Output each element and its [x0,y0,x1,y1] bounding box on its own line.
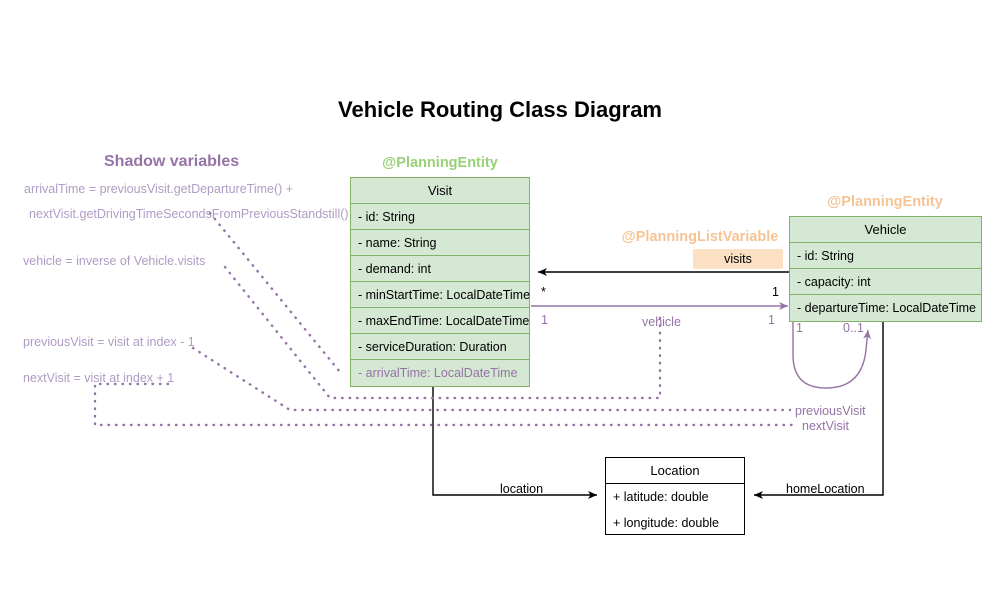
class-attribute: - departureTime: LocalDateTime [797,301,977,315]
class-box-visit[interactable]: Visit - id: String - name: String - dema… [350,177,530,387]
stereotype-planning-list-variable: @PlanningListVariable [621,229,779,245]
association-label-home-location: homeLocation [786,482,865,496]
shadow-note-previous-visit: previousVisit = visit at index - 1 [23,335,195,349]
shadow-note-vehicle: vehicle = inverse of Vehicle.visits [23,254,206,268]
class-attribute: - demand: int [351,256,529,282]
class-attribute: - serviceDuration: Duration [351,334,529,360]
edge-location [432,385,597,499]
dotted-arrivaltime [208,211,342,374]
class-attribute: - id: String [790,243,981,269]
page-title: Vehicle Routing Class Diagram [338,97,662,122]
class-box-location[interactable]: Location + latitude: double + longitude:… [605,457,745,535]
association-label-location: location [500,482,544,496]
association-label-previous-visit: previousVisit [795,404,866,418]
class-title-visit: Visit [351,178,529,204]
class-attribute: - capacity: int [790,269,981,295]
shadow-variables-heading: Shadow variables [104,153,240,170]
class-attribute: - maxEndTime: LocalDateTime [351,308,529,334]
shadow-note-next-visit: nextVisit = visit at index + 1 [23,371,175,385]
class-title-vehicle: Vehicle [790,217,981,243]
stereotype-visit: @PlanningEntity [382,155,498,171]
class-attribute: - id: String [351,204,529,230]
class-attribute-shadow: - arrivalTime: LocalDateTime [358,366,518,380]
shadow-note-arrivaltime-line2: nextVisit.getDrivingTimeSecondsFromPrevi… [29,207,349,221]
association-label-vehicle: vehicle [642,315,681,329]
visits-badge: visits [693,249,783,269]
class-title-location: Location [606,458,744,484]
class-attribute: + latitude: double [613,490,709,504]
multiplicity-self-loop-left: 1 [796,321,803,335]
class-attribute: - name: String [351,230,529,256]
dotted-next-visit [93,382,800,427]
multiplicity-visits-visit-side: * [541,285,546,299]
association-label-next-visit: nextVisit [802,419,850,433]
multiplicity-vehicle-vehicle-side: 1 [768,313,775,327]
multiplicity-visits-vehicle-side: 1 [772,285,779,299]
class-attribute: + longitude: double [613,516,719,530]
multiplicity-vehicle-visit-side: 1 [541,313,548,327]
shadow-note-arrivaltime-line1: arrivalTime = previousVisit.getDeparture… [24,182,294,196]
class-box-vehicle[interactable]: Vehicle - id: String - capacity: int - d… [789,216,982,322]
class-attribute: - minStartTime: LocalDateTime [351,282,530,308]
stereotype-vehicle: @PlanningEntity [827,194,943,210]
multiplicity-self-loop-right: 0..1 [843,321,864,335]
